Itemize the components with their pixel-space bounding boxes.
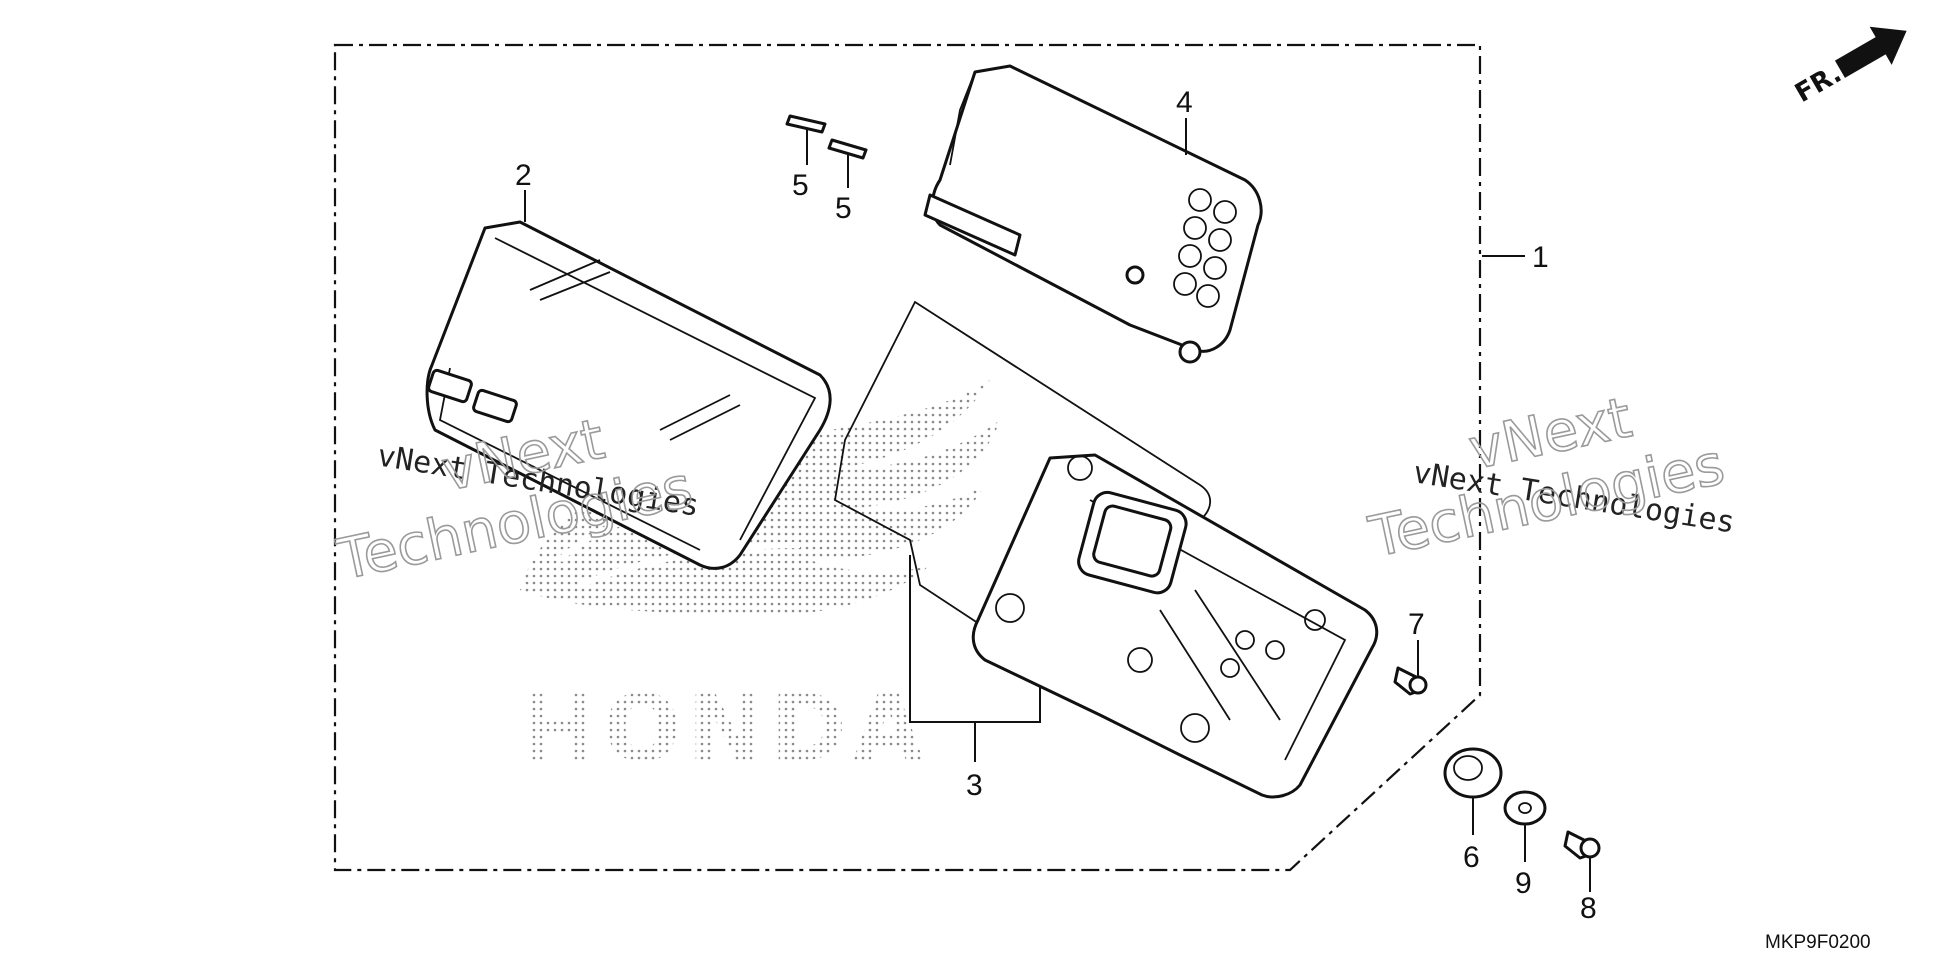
- diagram-code: MKP9F0200: [1765, 932, 1871, 953]
- callout-7: 7: [1408, 608, 1425, 641]
- watermark-right-big: vNext Technologies: [1363, 385, 1731, 572]
- callout-5b: 5: [835, 192, 852, 225]
- callout-8: 8: [1580, 892, 1597, 925]
- part-9-washer: [1503, 790, 1547, 862]
- part-4-meter-body: [923, 64, 1263, 364]
- callout-5a: 5: [792, 169, 809, 202]
- meter-lower-case: [971, 453, 1379, 799]
- part-6-grommet: [1443, 747, 1503, 835]
- part-2-meter-visor: [425, 220, 832, 570]
- callout-labels: 1 2 3 4 5 5 6 7 8 9: [515, 86, 1597, 925]
- kit-outline: [333, 43, 1482, 872]
- callout-3: 3: [966, 769, 983, 802]
- part-5-bulb-a: [785, 114, 827, 165]
- callout-4: 4: [1176, 86, 1193, 119]
- meter-connector-holes: [1173, 188, 1237, 308]
- part-8-screw: [1563, 830, 1601, 892]
- part-7-screw: [1393, 640, 1428, 696]
- callout-9: 9: [1515, 867, 1532, 900]
- front-direction-arrow: FR.: [1790, 26, 1907, 109]
- callout-1: 1: [1532, 241, 1549, 274]
- callout-6: 6: [1463, 841, 1480, 874]
- part-5-bulb-b: [827, 138, 868, 188]
- callout-2: 2: [515, 159, 532, 192]
- honda-logo-text: HONDA: [520, 675, 930, 782]
